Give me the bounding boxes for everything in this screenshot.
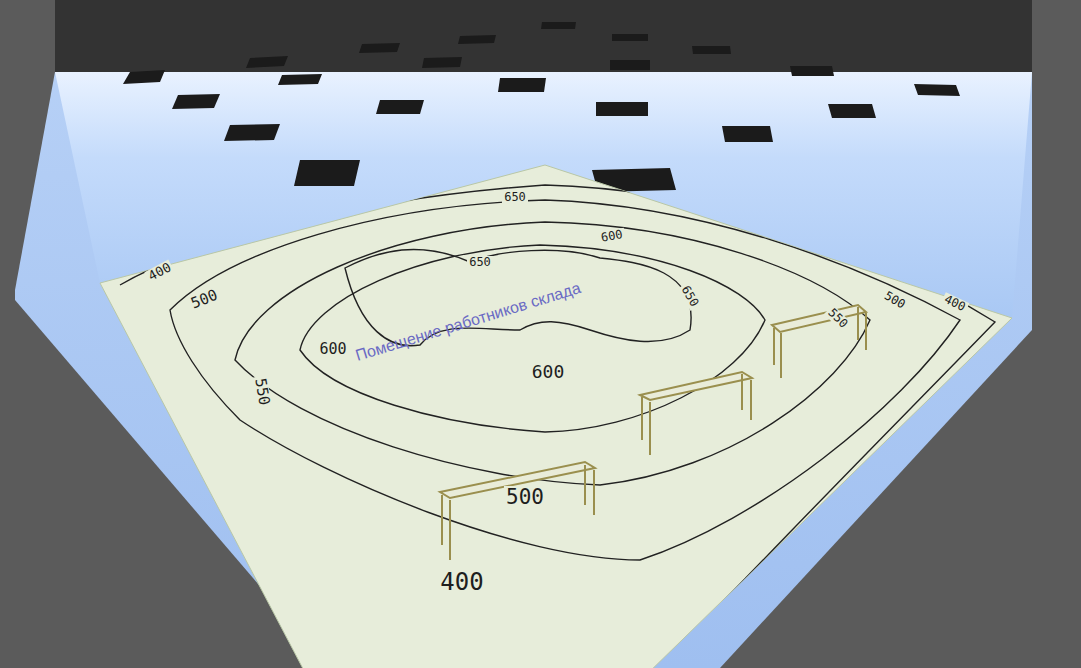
- floor-plane: [100, 165, 1012, 668]
- back-top: [55, 0, 1032, 72]
- isoline-value: 500: [504, 486, 546, 508]
- isoline-value: 550: [252, 375, 273, 408]
- isoline-value: 650: [502, 191, 528, 204]
- isolines: [120, 185, 995, 668]
- isoline-value: 400: [438, 570, 485, 595]
- tables: [440, 305, 866, 560]
- isoline-value: 650: [467, 256, 493, 269]
- isoline-value: 600: [530, 363, 567, 382]
- isoline-value: 600: [317, 342, 348, 358]
